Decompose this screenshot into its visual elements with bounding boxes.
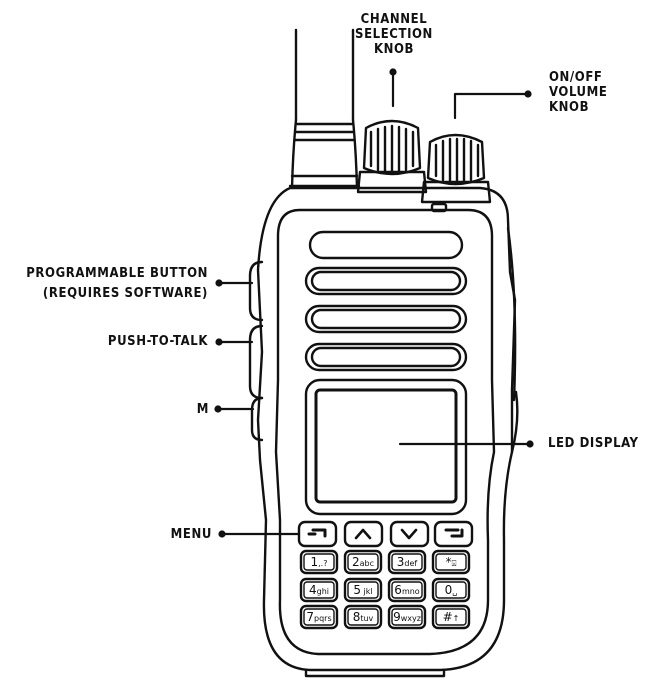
- keypad-key[interactable]: [431, 577, 471, 603]
- led-display-bezel: [304, 378, 468, 516]
- keypad-key-inner: [347, 581, 379, 599]
- keypad-key-inner: [435, 581, 467, 599]
- keypad-key-label: *⍓: [446, 555, 457, 569]
- menu-label: MENU: [170, 527, 212, 542]
- keypad-key[interactable]: [387, 577, 427, 603]
- radio-body-outer: [256, 186, 517, 672]
- exit-key[interactable]: [433, 520, 474, 548]
- keypad-key[interactable]: [387, 549, 427, 575]
- speaker-grille: [304, 230, 468, 372]
- keypad-key-inner: [303, 581, 335, 599]
- keypad-key[interactable]: [343, 549, 383, 575]
- radio-body-inner: [274, 208, 496, 656]
- m-button-shape: [250, 396, 264, 442]
- push-to-talk-button-shape: [248, 324, 264, 400]
- keypad-key-label: 9wxyz: [393, 610, 421, 624]
- keypad-key-inner: [303, 553, 335, 571]
- keypad-key[interactable]: [343, 604, 383, 630]
- keypad-key-label: 3def: [397, 555, 418, 569]
- channel-knob-label: CHANNEL SELECTION KNOB: [355, 12, 433, 57]
- channel-knob: [356, 119, 428, 194]
- keypad-key-inner: [435, 608, 467, 626]
- keypad-key-label: 8tuv: [353, 610, 374, 624]
- keypad-key[interactable]: [387, 604, 427, 630]
- antenna: [288, 28, 361, 190]
- keypad-key-label: 4ghi: [309, 583, 329, 597]
- keypad-key-label: 5 jkl: [353, 583, 372, 597]
- bottom-edge: [304, 668, 446, 678]
- keypad-key-label: #↑: [443, 610, 460, 624]
- keypad-key-inner: [347, 553, 379, 571]
- keypad-key[interactable]: [299, 577, 339, 603]
- menu-key[interactable]: [297, 520, 338, 548]
- keypad-key-label: 0␣: [445, 583, 458, 597]
- keypad-key-inner: [391, 553, 423, 571]
- volume-knob-label: ON/OFF VOLUME KNOB: [549, 70, 608, 115]
- led-display-label: LED DISPLAY: [548, 436, 639, 451]
- keypad-key[interactable]: [299, 549, 339, 575]
- callout-dots: [214, 68, 534, 538]
- keypad-key-label: 7pqrs: [306, 610, 331, 624]
- keypad-key-inner: [435, 553, 467, 571]
- keypad-key-label: 6mno: [394, 583, 420, 597]
- programmable-button-shape: [248, 260, 264, 322]
- programmable-button-label: PROGRAMMABLE BUTTON (REQUIRES SOFTWARE): [26, 266, 208, 301]
- keypad-key-label: 2abc: [352, 555, 374, 569]
- keypad-key-inner: [347, 608, 379, 626]
- volume-knob: [420, 133, 492, 204]
- down-key[interactable]: [389, 520, 430, 548]
- side-grip-right: [506, 226, 519, 454]
- push-to-talk-label: PUSH-TO-TALK: [107, 334, 208, 349]
- keypad: [299, 549, 471, 630]
- keypad-key-label: 1,.?: [311, 555, 328, 569]
- callout-lines: [216, 70, 532, 536]
- keypad-key-inner: [303, 608, 335, 626]
- keypad-key[interactable]: [431, 549, 471, 575]
- up-key[interactable]: [343, 520, 384, 548]
- keypad-key[interactable]: [343, 577, 383, 603]
- keypad-key[interactable]: [431, 604, 471, 630]
- nav-keys: [297, 520, 474, 548]
- keypad-key[interactable]: [299, 604, 339, 630]
- led-display: [314, 388, 458, 504]
- m-button-label: M: [196, 402, 209, 417]
- keypad-key-inner: [391, 608, 423, 626]
- keypad-key-inner: [391, 581, 423, 599]
